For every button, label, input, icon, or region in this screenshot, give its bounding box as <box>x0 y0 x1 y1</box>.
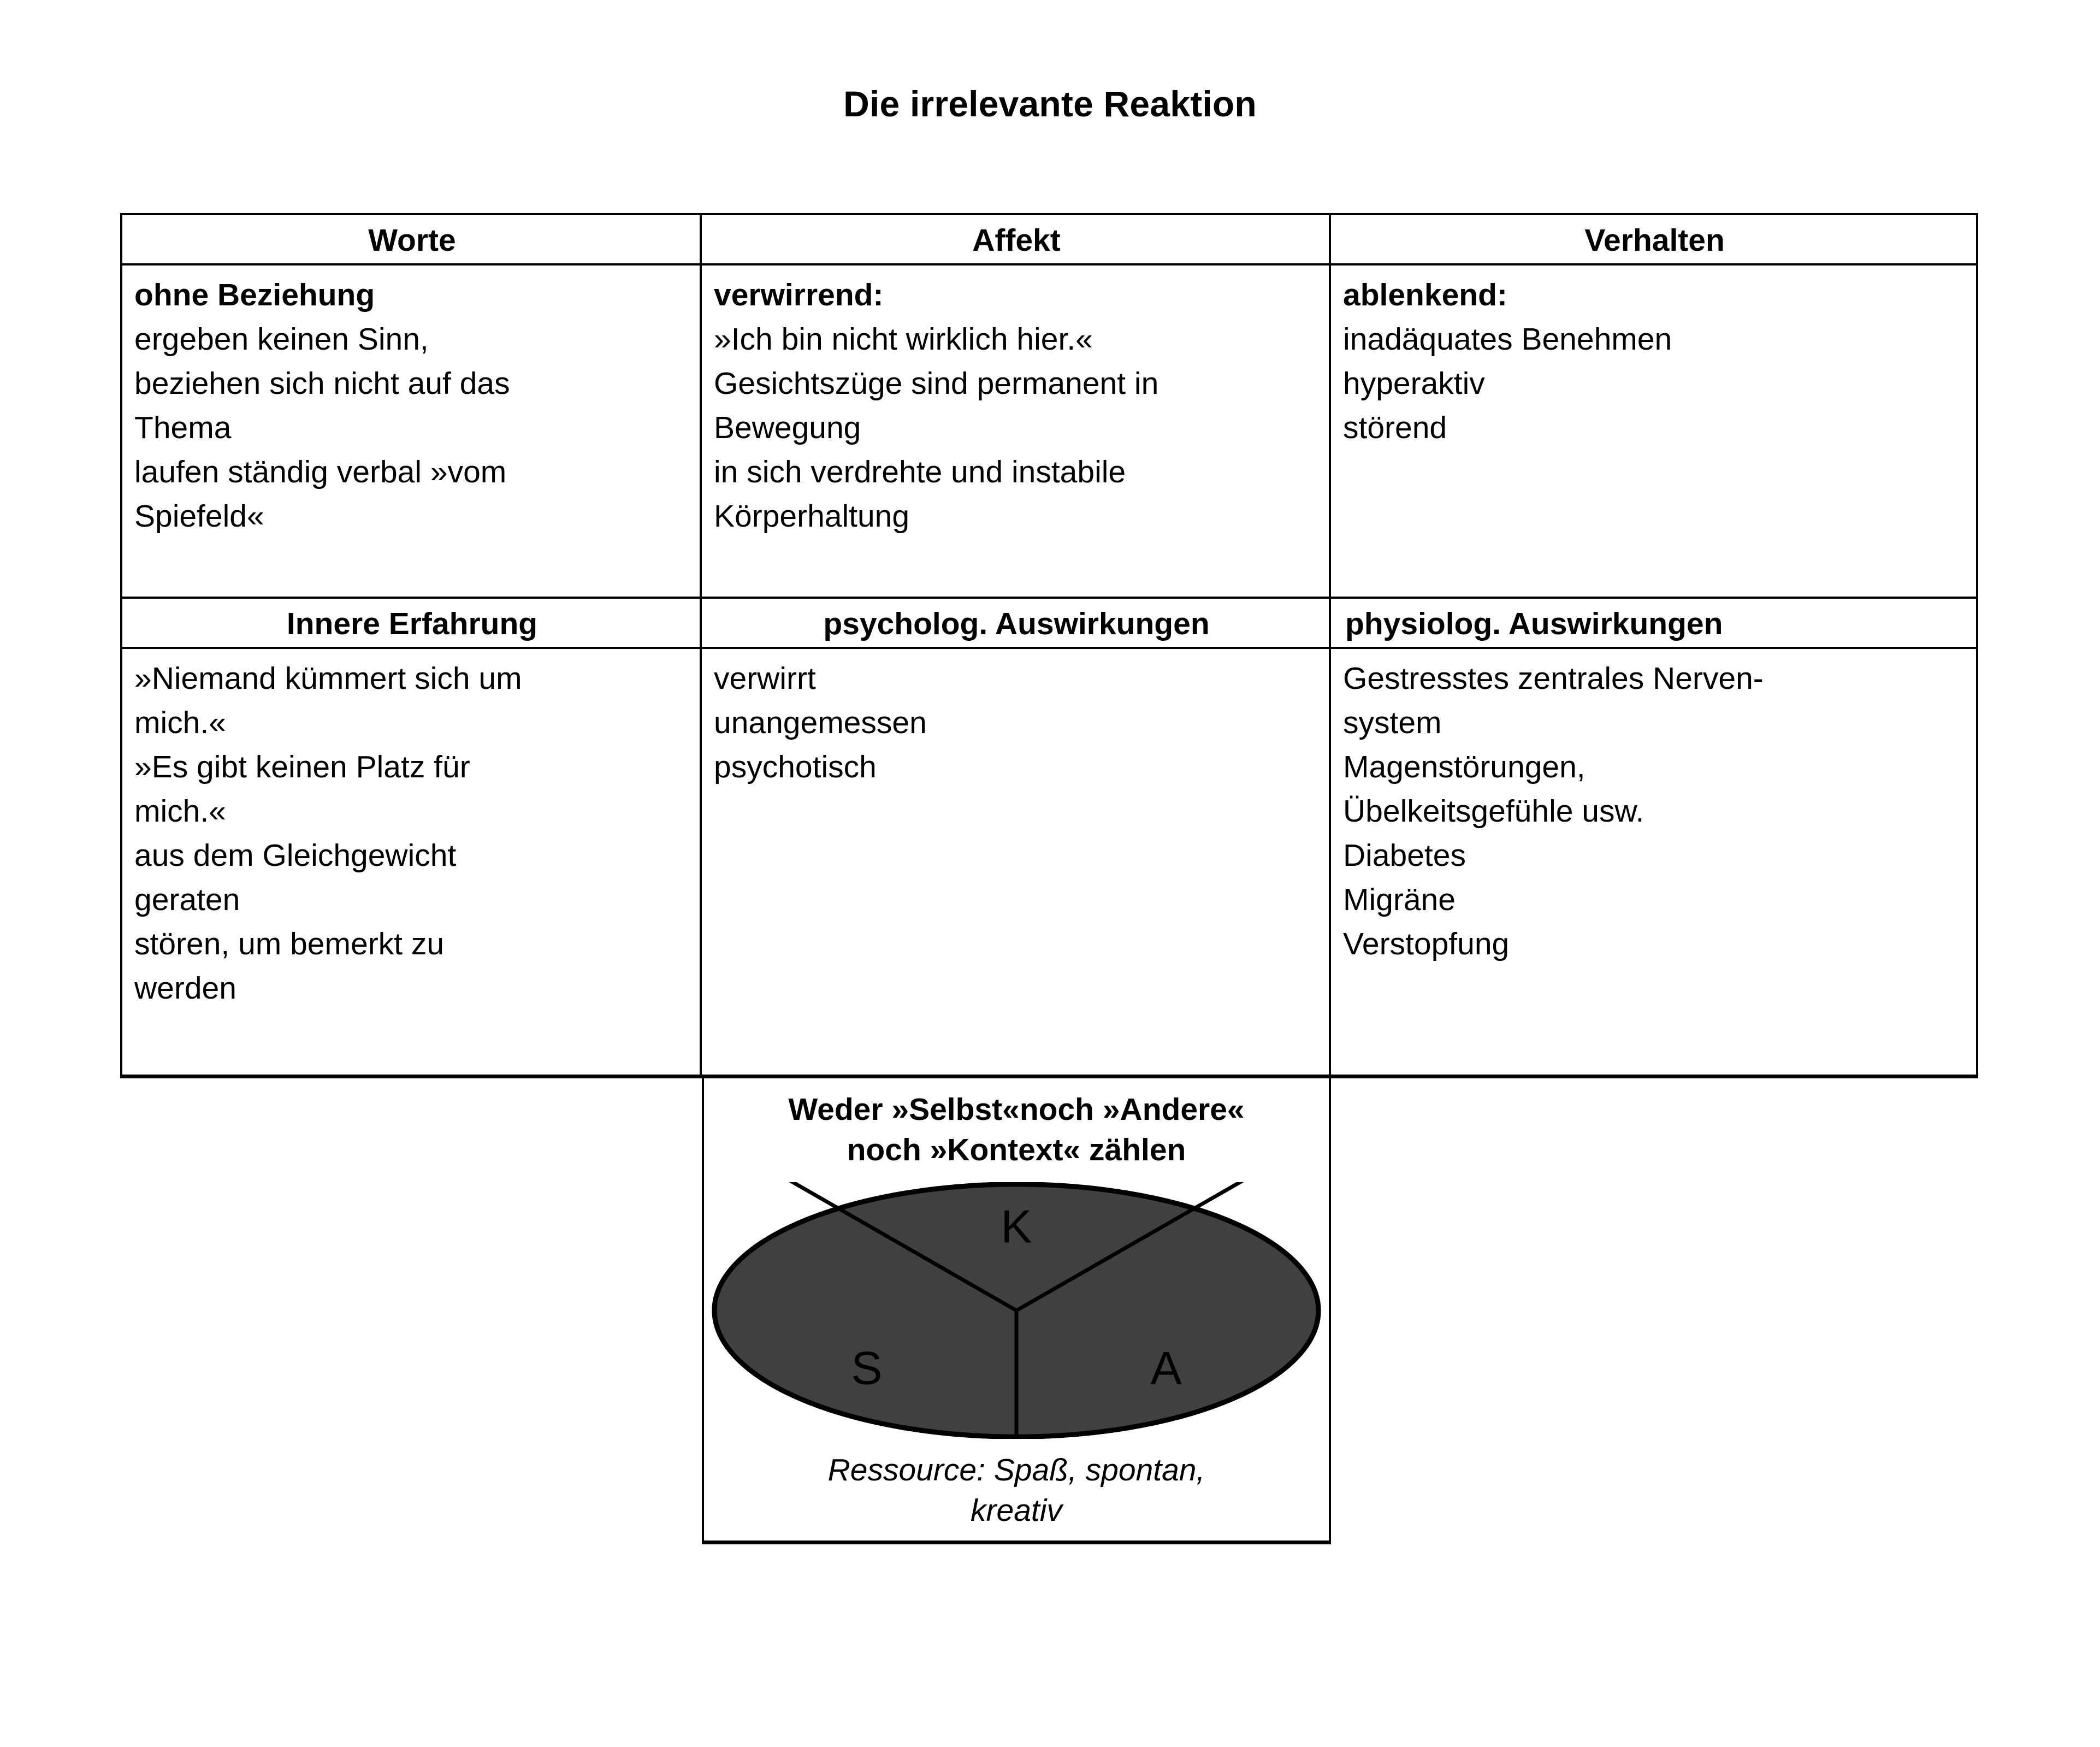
cell-innere-erfahrung-line-4: mich.« <box>134 793 226 829</box>
empty-cell-left <box>120 1078 702 1544</box>
cell-innere-erfahrung-line-5: aus dem Gleichgewicht <box>134 837 457 873</box>
cell-verhalten-lead: ablenkend: <box>1343 278 1507 312</box>
cell-innere-erfahrung-line-6: geraten <box>134 882 240 917</box>
cell-worte-line-3: Thema <box>134 410 232 445</box>
cell-affekt-line-1: »Ich bin nicht wirklich hier.« <box>714 321 1093 357</box>
column-header-worte: Worte <box>120 213 702 263</box>
pie-ellipse-group <box>712 1182 1321 1439</box>
page-title: Die irrelevante Reaktion <box>843 84 1257 124</box>
column-header-affekt: Affekt <box>702 213 1331 263</box>
cell-psycholog-auswirkungen: verwirrt unangemessen psychotisch <box>702 647 1331 1078</box>
empty-cell-right <box>1331 1078 1978 1544</box>
cell-innere-erfahrung-line-3: »Es gibt keinen Platz für <box>134 749 470 784</box>
table-header-row-1: Worte Affekt Verhalten <box>120 213 1978 263</box>
cell-verhalten: ablenkend: inadäquates Benehmen hyperakt… <box>1331 263 1978 597</box>
comparison-table: Worte Affekt Verhalten ohne Beziehung er… <box>120 213 1978 1545</box>
cell-innere-erfahrung-line-7: stören, um bemerkt zu <box>134 926 445 961</box>
diagram-caption-line-2: kreativ <box>971 1493 1062 1528</box>
pie-label-k: K <box>1001 1201 1032 1253</box>
pie-label-s: S <box>851 1342 882 1395</box>
cell-innere-erfahrung-line-8: werden <box>134 970 236 1006</box>
cell-physiolog-line-7: Verstopfung <box>1343 926 1510 961</box>
table-header-row-2: Innere Erfahrung psycholog. Auswirkungen… <box>120 597 1978 647</box>
cell-worte-line-5: Spiefeld« <box>134 498 264 534</box>
diagram-title-line-1: Weder »Selbst«noch »Andere« <box>788 1092 1245 1127</box>
cell-worte-lead: ohne Beziehung <box>134 278 375 312</box>
column-header-physiolog-auswirkungen: physiolog. Auswirkungen <box>1331 597 1978 647</box>
table-row-3: Weder »Selbst«noch »Andere« noch »Kontex… <box>120 1078 1978 1545</box>
diagram-title: Weder »Selbst«noch »Andere« noch »Kontex… <box>712 1089 1321 1170</box>
cell-psycholog-line-1: verwirrt <box>714 661 816 696</box>
cell-physiolog-line-3: Magenstörungen, <box>1343 749 1586 784</box>
cell-affekt-line-2: Gesichtszüge sind permanent in <box>714 365 1159 401</box>
cell-physiolog-line-4: Übelkeitsgefühle usw. <box>1343 793 1644 829</box>
cell-worte: ohne Beziehung ergeben keinen Sinn, bezi… <box>120 263 702 597</box>
pie-chart-ksa: K S A <box>712 1182 1321 1439</box>
column-header-psycholog-auswirkungen: psycholog. Auswirkungen <box>702 597 1331 647</box>
cell-diagram: Weder »Selbst«noch »Andere« noch »Kontex… <box>702 1078 1331 1545</box>
cell-physiolog-line-2: system <box>1343 705 1442 740</box>
cell-affekt: verwirrend: »Ich bin nicht wirklich hier… <box>702 263 1331 597</box>
cell-verhalten-line-1: inadäquates Benehmen <box>1343 321 1672 357</box>
cell-worte-line-4: laufen ständig verbal »vom <box>134 454 507 489</box>
pie-ellipse-outline <box>712 1182 1321 1439</box>
cell-affekt-line-5: Körperhaltung <box>714 498 910 534</box>
pie-divider-upper-right <box>1015 1182 1244 1313</box>
cell-psycholog-line-2: unangemessen <box>714 705 927 740</box>
cell-verhalten-line-3: störend <box>1343 410 1447 445</box>
pie-chart-wrapper: K S A <box>712 1182 1321 1439</box>
cell-physiolog-auswirkungen: Gestresstes zentrales Nerven- system Mag… <box>1331 647 1978 1078</box>
diagram-caption: Ressource: Spaß, spontan, kreativ <box>712 1450 1321 1531</box>
cell-psycholog-line-3: psychotisch <box>714 749 877 784</box>
table-row-2: »Niemand kümmert sich um mich.« »Es gibt… <box>120 647 1978 1078</box>
pie-divider-upper-left <box>789 1182 1018 1313</box>
cell-affekt-line-3: Bewegung <box>714 410 861 445</box>
cell-physiolog-line-1: Gestresstes zentrales Nerven- <box>1343 661 1764 696</box>
cell-innere-erfahrung-line-1: »Niemand kümmert sich um <box>134 661 522 696</box>
cell-physiolog-line-5: Diabetes <box>1343 837 1466 873</box>
cell-innere-erfahrung: »Niemand kümmert sich um mich.« »Es gibt… <box>120 647 702 1078</box>
diagram-caption-line-1: Ressource: Spaß, spontan, <box>827 1453 1205 1488</box>
column-header-innere-erfahrung: Innere Erfahrung <box>120 597 702 647</box>
pie-label-a: A <box>1150 1342 1181 1395</box>
cell-affekt-line-4: in sich verdrehte und instabile <box>714 454 1126 489</box>
cell-verhalten-line-2: hyperaktiv <box>1343 365 1485 401</box>
table-row-1: ohne Beziehung ergeben keinen Sinn, bezi… <box>120 263 1978 597</box>
diagram-title-line-2: noch »Kontext« zählen <box>847 1132 1186 1168</box>
column-header-verhalten: Verhalten <box>1331 213 1978 263</box>
cell-worte-line-2: beziehen sich nicht auf das <box>134 365 510 401</box>
cell-physiolog-line-6: Migräne <box>1343 882 1456 917</box>
cell-innere-erfahrung-line-2: mich.« <box>134 705 226 740</box>
cell-worte-line-1: ergeben keinen Sinn, <box>134 321 429 357</box>
cell-affekt-lead: verwirrend: <box>714 278 884 312</box>
